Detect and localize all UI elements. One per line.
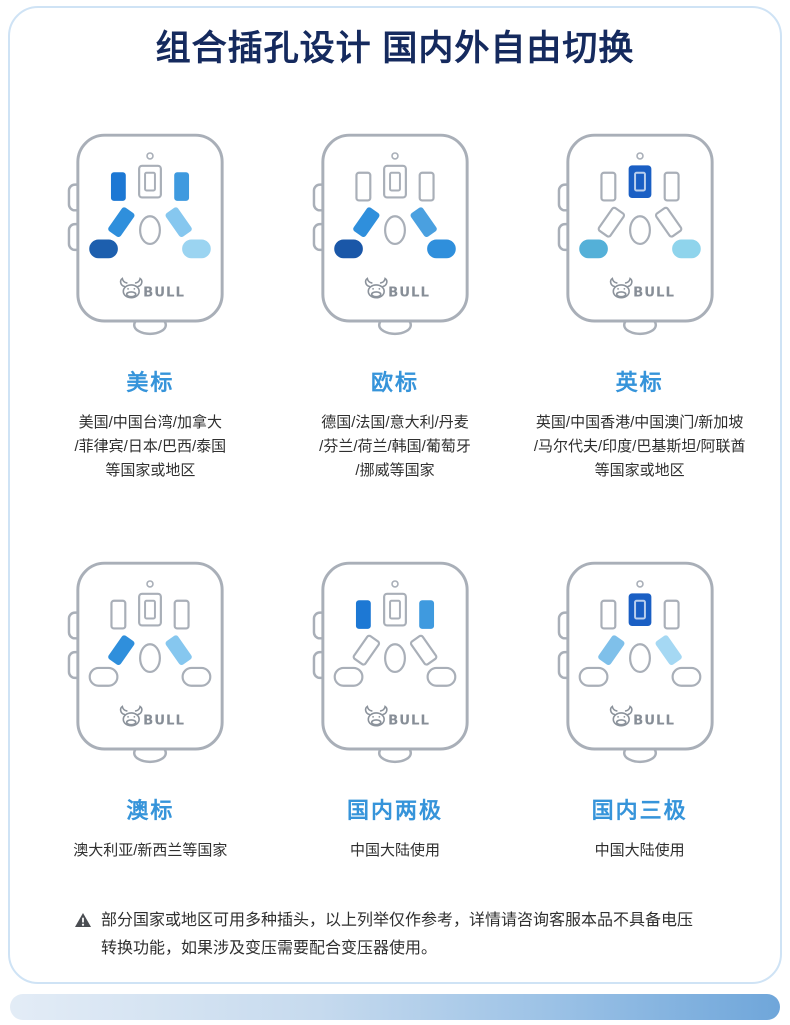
center-oval-hole xyxy=(628,643,651,673)
standard-description: 德国/法国/意大利/丹麦 /芬兰/荷兰/韩国/葡萄牙 /挪威等国家 xyxy=(319,414,471,479)
bull-logo-text: BULL xyxy=(388,713,430,728)
indicator-light xyxy=(391,152,399,160)
standard-description: 英国/中国香港/中国澳门/新加坡 /马尔代夫/印度/巴基斯坦/阿联酋 等国家或地… xyxy=(533,414,746,479)
bull-logo-text: BULL xyxy=(143,285,185,300)
adapter-socket-image: BULL xyxy=(66,559,234,769)
bull-logo-text: BULL xyxy=(143,713,185,728)
bull-logo-text: BULL xyxy=(388,285,430,300)
standard-card-cn2: BULL 国内两极 中国大陆使用 xyxy=(273,559,518,863)
center-oval-hole xyxy=(628,215,651,245)
standard-label: 国内三极 xyxy=(591,798,688,823)
warning-icon xyxy=(75,913,91,927)
adapter-socket-image: BULL xyxy=(556,559,724,769)
standard-card-eu: BULL 欧标 德国/法国/意大利/丹麦 /芬兰/荷兰/韩国/葡萄牙 /挪威等国… xyxy=(273,131,518,483)
bull-logo-icon xyxy=(609,277,633,299)
standard-label: 国内两极 xyxy=(346,798,443,823)
bull-logo-text: BULL xyxy=(633,285,675,300)
adapter-socket-drawing: BULL xyxy=(557,561,714,764)
standard-card-cn3: BULL 国内三极 中国大陆使用 xyxy=(517,559,762,863)
adapter-socket-image: BULL xyxy=(311,559,479,769)
indicator-light xyxy=(635,580,644,588)
standard-card-uk: BULL 英标 英国/中国香港/中国澳门/新加坡 /马尔代夫/印度/巴基斯坦/阿… xyxy=(517,131,762,483)
indicator-light xyxy=(146,152,155,160)
center-oval-hole xyxy=(139,643,162,673)
standard-label: 英标 xyxy=(615,370,664,395)
bull-logo-icon xyxy=(120,705,143,727)
indicator-light xyxy=(635,152,644,160)
indicator-light xyxy=(146,580,155,588)
disclaimer-note: 部分国家或地区可用多种插头，以上列举仅作参考，详情请咨询客服本品不具备电压 转换… xyxy=(74,907,728,962)
bull-logo-icon xyxy=(609,705,633,727)
standard-description: 中国大陆使用 xyxy=(594,842,685,859)
center-oval-hole xyxy=(384,643,406,673)
standard-card-au: BULL 澳标 澳大利亚/新西兰等国家 xyxy=(28,559,273,863)
center-oval-hole xyxy=(139,215,162,245)
section-title: 组合插孔设计 国内外自由切换 xyxy=(155,29,635,68)
bull-logo-text: BULL xyxy=(633,713,675,728)
indicator-light xyxy=(391,580,399,588)
adapter-socket-image: BULL xyxy=(311,131,479,341)
adapter-socket-drawing: BULL xyxy=(312,133,469,336)
bull-logo-icon xyxy=(120,277,143,299)
adapter-socket-image: BULL xyxy=(66,131,234,341)
standard-label: 澳标 xyxy=(126,798,175,823)
center-oval-hole xyxy=(384,215,406,245)
standard-card-us: BULL 美标 美国/中国台湾/加拿大 /菲律宾/日本/巴西/泰国 等国家或地区 xyxy=(28,131,273,483)
adapter-socket-drawing: BULL xyxy=(68,133,224,336)
standard-description: 澳大利亚/新西兰等国家 xyxy=(73,842,228,859)
standard-description: 中国大陆使用 xyxy=(349,842,440,859)
adapter-socket-image: BULL xyxy=(556,131,724,341)
standards-grid: BULL 美标 美国/中国台湾/加拿大 /菲律宾/日本/巴西/泰国 等国家或地区… xyxy=(10,131,780,863)
info-card: 组合插孔设计 国内外自由切换 BULL 美标 美国/中国台湾/加拿大 /菲律宾/… xyxy=(8,6,782,984)
bottom-gradient-bar xyxy=(10,994,780,1020)
adapter-socket-drawing: BULL xyxy=(68,561,224,764)
bull-logo-icon xyxy=(364,277,388,299)
adapter-socket-drawing: BULL xyxy=(312,561,469,764)
adapter-socket-drawing: BULL xyxy=(557,133,714,336)
disclaimer-text: 部分国家或地区可用多种插头，以上列举仅作参考，详情请咨询客服本品不具备电压 转换… xyxy=(101,912,694,957)
standard-description: 美国/中国台湾/加拿大 /菲律宾/日本/巴西/泰国 等国家或地区 xyxy=(74,414,227,479)
standard-label: 欧标 xyxy=(370,370,419,395)
bull-logo-icon xyxy=(364,705,388,727)
standard-label: 美标 xyxy=(126,370,175,395)
